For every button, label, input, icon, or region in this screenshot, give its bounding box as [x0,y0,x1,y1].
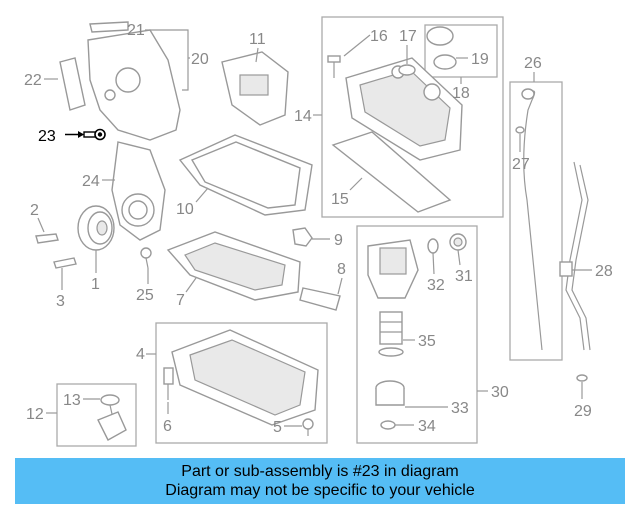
part-baffle-7 [166,231,301,301]
part-dipstick-tube-28 [559,161,591,382]
callout-34: 34 [418,418,436,435]
callout-11: 11 [249,31,266,48]
callout-23-highlighted: 23 [38,128,56,145]
callout-24: 24 [82,173,100,190]
callout-18: 18 [452,85,470,102]
part-17-seal [398,64,416,76]
callout-28: 28 [595,263,613,280]
part-dipstick-26 [515,88,543,351]
part-gasket-10 [178,134,313,216]
part-23-bolt [65,128,106,141]
callout-8: 8 [337,261,346,278]
callout-12: 12 [26,406,44,423]
part-25-bolt [140,247,152,269]
callout-26: 26 [524,55,542,72]
group-box-26 [509,81,563,361]
part-rear-cover [111,141,166,241]
info-banner: Part or sub-assembly is #23 in diagram D… [15,458,625,504]
part-valve-cover-14 [345,57,463,161]
callout-25: 25 [136,287,154,304]
callout-35: 35 [418,333,436,350]
banner-line-2: Diagram may not be specific to your vehi… [165,482,475,499]
callout-21: 21 [127,22,145,39]
part-sensor-12 [97,394,127,441]
callout-33: 33 [451,400,469,417]
callout-31: 31 [455,268,473,285]
callout-3: 3 [56,293,65,310]
callout-32: 32 [427,277,445,294]
callouts: 1 2 3 4 5 6 7 8 9 10 11 12 13 [24,22,613,436]
group-box-4 [155,322,328,444]
callout-17: 17 [399,28,417,45]
part-gasket-15 [331,131,452,213]
callout-4: 4 [136,346,145,363]
group-box-30 [356,225,478,444]
callout-19: 19 [471,51,489,68]
part-strip-8 [299,287,341,311]
part-bracket-11 [221,51,289,126]
callout-30: 30 [491,384,509,401]
callout-13: 13 [63,392,81,409]
part-filter-cap-33 [375,380,405,430]
callout-1: 1 [91,276,100,293]
parts-diagram: 1 2 3 4 5 6 7 8 9 10 11 12 13 [24,16,613,447]
banner-line-1: Part or sub-assembly is #23 in diagram [181,463,459,480]
part-bolts-2-3 [35,233,77,269]
part-6-bolt [163,367,174,400]
part-filter-housing-30 [367,239,419,299]
group-box-12 [56,383,137,447]
callout-6: 6 [163,418,172,435]
group-box-14 [321,16,504,218]
callout-29: 29 [574,403,592,420]
callout-20: 20 [191,51,209,68]
part-filter-35 [378,311,404,357]
callout-27: 27 [512,156,530,173]
part-32-seal [427,238,439,254]
callout-10: 10 [176,201,194,218]
callout-9: 9 [334,232,343,249]
part-oil-cap-18 [426,26,457,70]
part-31-plug [449,233,467,251]
part-plug-9 [292,227,313,247]
part-oil-pan-4 [171,329,319,426]
part-5-bolt [302,418,314,436]
callout-16: 16 [370,28,388,45]
part-16-bolt [327,55,341,78]
callout-15: 15 [331,191,349,208]
callout-14: 14 [294,108,312,125]
part-pulley [77,205,115,251]
callout-5: 5 [273,419,282,436]
callout-22: 22 [24,72,42,89]
part-timing-cover [59,21,181,141]
callout-2: 2 [30,202,39,219]
callout-7: 7 [176,292,185,309]
